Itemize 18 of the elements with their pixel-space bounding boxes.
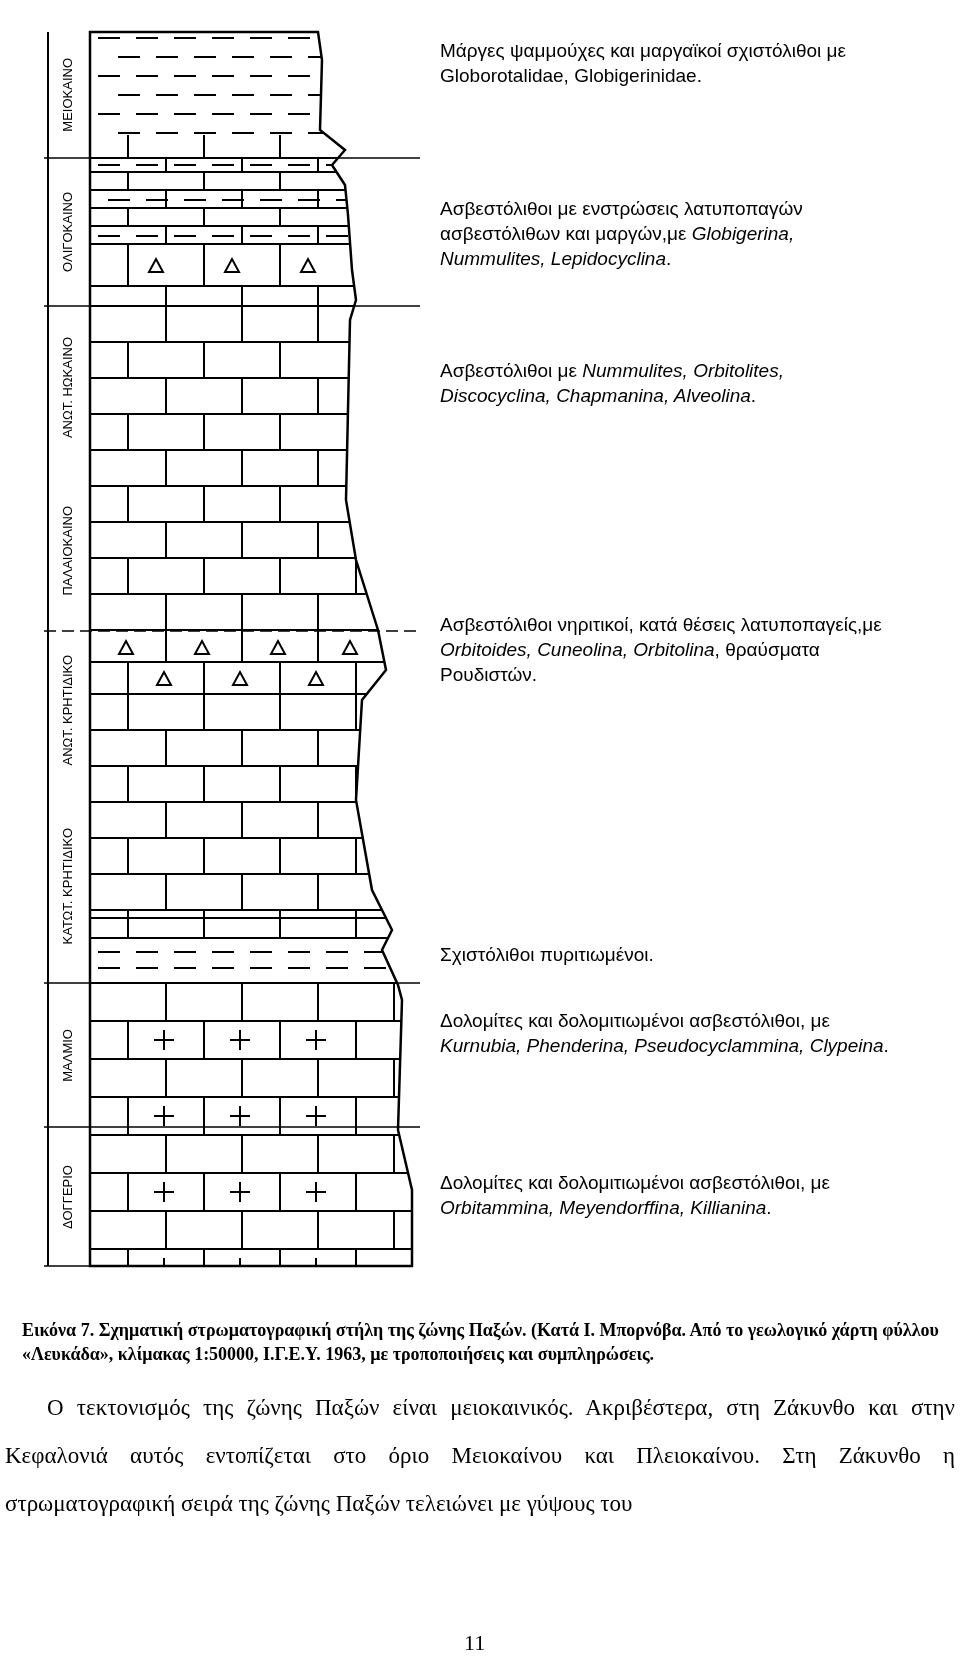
- lithology-description: Μάργες ψαμμούχες και μαργαϊκοί σχιστόλιθοι με Globorotalidae, Globigerinidae.: [440, 39, 847, 88]
- lithology-description: Δολομίτες και δολομιτιωμένοι ασβεστόλιθοι, με Kurnubia, Phenderina, Pseudocyclammina, Clypeina.: [440, 1009, 890, 1058]
- lithology-description: Ασβεστόλιθοι με Nummulites, Orbitolites, Discocyclina, Chapmanina, Alveolina.: [440, 359, 785, 408]
- era-label: ΚΑΤΩΤ. ΚΡΗΤΙΔΙΚΟ: [60, 828, 76, 945]
- lithology-description: Ασβεστόλιθοι νηριτικοί, κατά θέσεις λατυποπαγείς,με Orbitoides, Cuneolina, Orbitolina, θραύσματα Ρουδιστών.: [440, 613, 883, 687]
- era-label: ΜΕΙΟΚΑΙΝΟ: [60, 58, 76, 132]
- lithology-description: Δολομίτες και δολομιτιωμένοι ασβεστόλιθοι, με Orbitammina, Meyendorffina, Killianina.: [440, 1171, 831, 1220]
- figure-caption: Εικόνα 7. Σχηματική στρωματογραφική στήλη της ζώνης Παξών. (Κατά Ι. Μπορνόβα. Από το γεωλογικό χάρτη φύλλου «Λευκάδα», κλίμακας 1:50000, Ι.Γ.Ε.Υ. 1963, με τροποποιήσεις και συμπληρώσεις.: [22, 1319, 940, 1366]
- era-label: ΜΑΛΜΙΟ: [60, 1028, 76, 1082]
- era-label: ΑΝΩΤ. ΚΡΗΤΙΔΙΚΟ: [60, 655, 76, 766]
- era-label: ΔΟΓΓΕΡΙΟ: [60, 1164, 76, 1229]
- era-label: ΑΝΩΤ. ΗΩΚΑΙΝΟ: [60, 337, 76, 439]
- era-label: ΠΑΛΑΙΟΚΑΙΝΟ: [60, 505, 76, 596]
- body-paragraph: Ο τεκτονισμός της ζώνης Παξών είναι μειοκαινικός. Ακριβέστερα, στη Ζάκυνθο και στην Κεφαλονιά αυτός εντοπίζεται στο όριο Μειοκαίνου και Πλειοκαίνου. Στη Ζάκυνθο η στρωματογραφική σειρά της ζώνης Παξών τελειώνει με γύψους του: [5, 1394, 955, 1518]
- lithology-description: Ασβεστόλιθοι με ενστρώσεις λατυποπαγών ασβεστόλιθων και μαργών,με Globigerina, Nummulites, Lepidocyclina.: [440, 197, 804, 271]
- era-label: ΟΛΙΓΟΚΑΙΝΟ: [60, 192, 76, 272]
- page-number: 11: [464, 1630, 486, 1656]
- lithology-description: Σχιστόλιθοι πυριτιωμένοι.: [440, 943, 655, 967]
